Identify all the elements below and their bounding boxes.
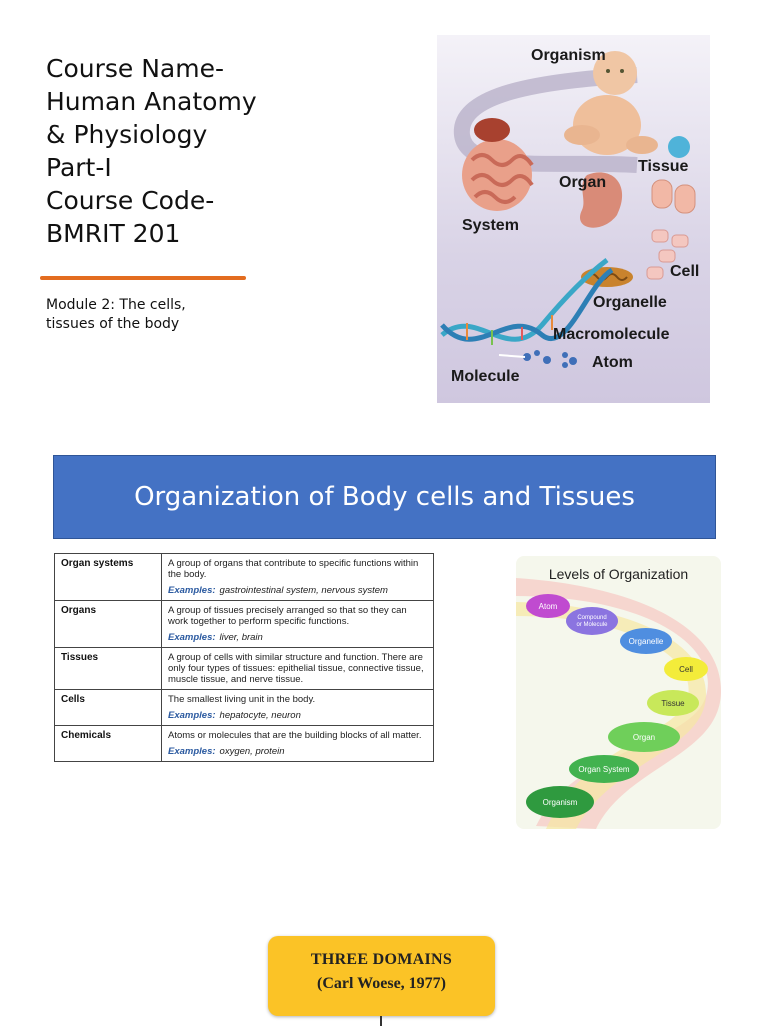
section-banner: Organization of Body cells and Tissues xyxy=(53,455,716,539)
level-label: Atom xyxy=(539,602,558,611)
cells-icon xyxy=(646,229,689,280)
domains-title: THREE DOMAINS xyxy=(310,951,453,968)
organization-levels-illustration: Organism Tissue Organ System Cell Organe… xyxy=(437,35,710,403)
stomach-icon xyxy=(580,172,623,228)
title-underline xyxy=(40,276,246,280)
examples-text: Examples:hepatocyte, neuron xyxy=(168,710,427,721)
description-cell: A group of tissues precisely arranged so… xyxy=(161,600,434,648)
levels-of-organization-figure: Levels of Organization Atom Compound or … xyxy=(516,556,721,829)
label-atom: Atom xyxy=(592,354,633,371)
banner-title: Organization of Body cells and Tissues xyxy=(134,482,635,512)
level-ellipse-organ: Organ xyxy=(608,722,680,752)
label-organ: Organ xyxy=(559,174,607,191)
level-label: Organ System xyxy=(578,765,629,774)
label-organelle: Organelle xyxy=(593,294,667,311)
table-row: Tissues A group of cells with similar st… xyxy=(54,647,434,690)
level-label: Tissue xyxy=(661,699,685,708)
level-ellipse-cell: Cell xyxy=(664,657,708,681)
level-ellipse-compound: Compound or Molecule xyxy=(566,607,618,635)
description-text: The smallest living unit in the body. xyxy=(168,694,316,705)
module-line: tissues of the body xyxy=(46,316,180,332)
course-title: Course Name- Human Anatomy & Physiology … xyxy=(46,52,346,250)
examples-value: oxygen, protein xyxy=(219,746,285,757)
title-line: Part-I xyxy=(46,153,112,182)
level-label: Organ xyxy=(633,733,655,742)
title-line: BMRIT 201 xyxy=(46,219,181,248)
table-row: Chemicals Atoms or molecules that are th… xyxy=(54,725,434,762)
atom-icon xyxy=(562,360,575,368)
module-line: Module 2: The cells, xyxy=(46,297,186,313)
level-ellipse-tissue: Tissue xyxy=(647,690,699,716)
label-organism: Organism xyxy=(531,47,606,64)
term-cell: Chemicals xyxy=(54,725,162,762)
levels-diagram: Atom Compound or Molecule Organelle Cell… xyxy=(516,578,721,829)
term-cell: Organs xyxy=(54,600,162,648)
examples-label: Examples: xyxy=(168,746,216,757)
level-ellipse-organ-system: Organ System xyxy=(569,755,639,783)
description-cell: Atoms or molecules that are the building… xyxy=(161,725,434,762)
organism-illustration-graphic xyxy=(440,51,696,368)
examples-text: Examples:gastrointestinal system, nervou… xyxy=(168,585,427,596)
table-row: Organ systems A group of organs that con… xyxy=(54,553,434,601)
examples-text: Examples:liver, brain xyxy=(168,632,427,643)
table-row: Cells The smallest living unit in the bo… xyxy=(54,689,434,726)
description-cell: The smallest living unit in the body. Ex… xyxy=(161,689,434,726)
label-tissue: Tissue xyxy=(638,158,689,175)
description-text: A group of organs that contribute to spe… xyxy=(168,558,419,580)
examples-value: gastrointestinal system, nervous system xyxy=(219,585,388,596)
level-ellipse-organelle: Organelle xyxy=(620,628,672,654)
table-row: Organs A group of tissues precisely arra… xyxy=(54,600,434,648)
examples-value: hepatocyte, neuron xyxy=(219,710,301,721)
description-cell: A group of cells with similar structure … xyxy=(161,647,434,690)
description-text: Atoms or molecules that are the building… xyxy=(168,730,422,741)
title-line: Human Anatomy xyxy=(46,87,257,116)
molecule-icon xyxy=(523,350,577,365)
examples-label: Examples: xyxy=(168,632,216,643)
title-line: & Physiology xyxy=(46,120,208,149)
description-text: A group of tissues precisely arranged so… xyxy=(168,605,407,627)
three-domains-box: THREE DOMAINS (Carl Woese, 1977) xyxy=(268,936,495,1016)
level-label: Cell xyxy=(679,665,693,674)
dna-helix-icon xyxy=(440,258,614,345)
svg-text:Compound: Compound xyxy=(577,615,606,621)
level-ellipse-atom: Atom xyxy=(526,594,570,618)
baby-icon xyxy=(564,51,658,155)
level-label: Organism xyxy=(543,798,578,807)
examples-label: Examples: xyxy=(168,585,216,596)
examples-value: liver, brain xyxy=(219,632,263,643)
label-cell: Cell xyxy=(670,263,700,280)
examples-label: Examples: xyxy=(168,710,216,721)
intestines-icon xyxy=(462,118,534,211)
label-system: System xyxy=(462,217,519,234)
level-label: Organelle xyxy=(629,637,664,646)
description-cell: A group of organs that contribute to spe… xyxy=(161,553,434,601)
domains-subtitle: (Carl Woese, 1977) xyxy=(316,975,446,992)
label-molecule: Molecule xyxy=(451,368,520,385)
module-subtitle: Module 2: The cells, tissues of the body xyxy=(46,296,306,334)
term-cell: Tissues xyxy=(54,647,162,690)
level-ellipse-organism: Organism xyxy=(526,786,594,818)
tissue-segment-icon xyxy=(651,179,696,214)
examples-text: Examples:oxygen, protein xyxy=(168,746,427,757)
levels-title: Levels of Organization xyxy=(548,566,689,582)
label-macromolecule: Macromolecule xyxy=(553,326,670,343)
svg-text:or Molecule: or Molecule xyxy=(576,622,608,628)
organization-table: Organ systems A group of organs that con… xyxy=(54,553,434,762)
title-line: Course Name- xyxy=(46,54,225,83)
title-line: Course Code- xyxy=(46,186,215,215)
term-cell: Organ systems xyxy=(54,553,162,601)
tissue-ball-icon xyxy=(668,136,690,158)
description-text: A group of cells with similar structure … xyxy=(168,652,424,685)
connector-line xyxy=(380,1016,382,1026)
term-cell: Cells xyxy=(54,689,162,726)
